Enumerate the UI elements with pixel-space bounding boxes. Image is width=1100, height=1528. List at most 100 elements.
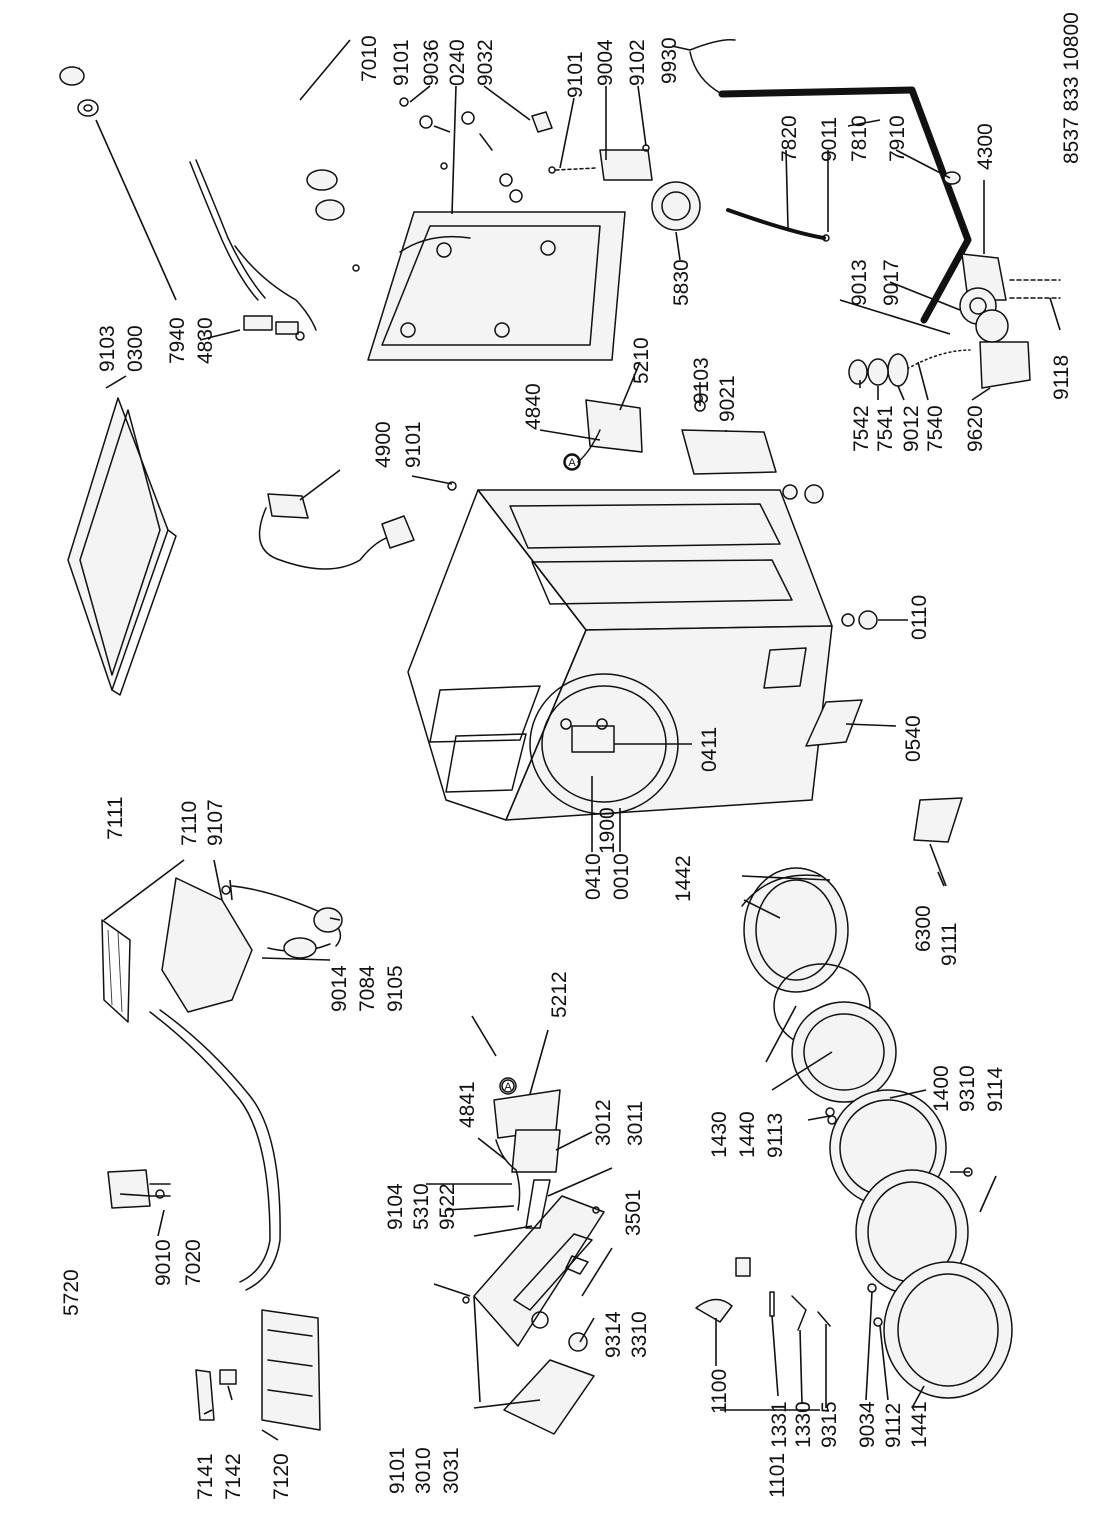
- label-9004: 9004: [594, 39, 617, 86]
- label-9104: 9104: [384, 1183, 407, 1230]
- label-1330: 1330: [792, 1401, 815, 1448]
- label-9012: 9012: [900, 405, 923, 452]
- label-1430: 1430: [708, 1111, 731, 1158]
- label-9620: 9620: [964, 405, 987, 452]
- label-9014: 9014: [328, 965, 351, 1012]
- label-9111: 9111: [938, 922, 961, 966]
- label-9101: 9101: [564, 51, 587, 98]
- pressure-switch-5830: [651, 181, 830, 242]
- label-9017: 9017: [880, 259, 903, 306]
- label-3310: 3310: [628, 1311, 651, 1358]
- label-0410: 0410: [582, 853, 605, 900]
- label-9013: 9013: [848, 259, 871, 306]
- label-7820: 7820: [778, 115, 801, 162]
- label-9011: 9011: [818, 117, 841, 162]
- label-7110: 7110: [178, 801, 201, 846]
- part-drawings: [59, 38, 1061, 1435]
- label-3501: 3501: [622, 1189, 645, 1236]
- label-7542: 7542: [850, 405, 873, 452]
- label-7142: 7142: [222, 1453, 245, 1500]
- label-1442: 1442: [672, 855, 695, 902]
- label-7120: 7120: [270, 1453, 293, 1500]
- label-7141: 7141: [194, 1453, 217, 1500]
- electronics-5210: [564, 399, 777, 475]
- label-1331: 1331: [768, 1401, 791, 1448]
- dispenser-7110: [101, 877, 343, 1291]
- label-9310: 9310: [956, 1065, 979, 1112]
- label-0010: 0010: [610, 853, 633, 900]
- label-4840: 4840: [522, 383, 545, 430]
- label-4300: 4300: [974, 123, 997, 170]
- label-0411: 0411: [698, 727, 721, 772]
- label-9105: 9105: [384, 965, 407, 1012]
- wiring-harness-4830: [189, 159, 317, 341]
- label-0110: 0110: [908, 595, 931, 640]
- label-9101: 9101: [386, 1447, 409, 1494]
- label-3011: 3011: [624, 1101, 647, 1146]
- door-1400: [825, 1089, 1013, 1399]
- label-4830: 4830: [194, 317, 217, 364]
- inlet-hose-7010: [59, 63, 345, 221]
- part-number-labels: 7010 9101 9036 0240 9032 9101 9004 9102 …: [60, 12, 1083, 1500]
- label-7540: 7540: [924, 405, 947, 452]
- cover-0540: [805, 699, 863, 747]
- top-panel-0300: [67, 397, 177, 696]
- label-9036: 9036: [420, 39, 443, 86]
- label-9315: 9315: [818, 1401, 841, 1448]
- label-9114: 9114: [984, 1067, 1007, 1112]
- control-panel-3010: [462, 1195, 605, 1347]
- label-1100: 1100: [708, 1369, 731, 1414]
- label-9101: 9101: [402, 421, 425, 468]
- label-7910: 7910: [886, 115, 909, 162]
- label-0240: 0240: [446, 39, 469, 86]
- label-9118: 9118: [1050, 355, 1073, 400]
- pcb-5212: [493, 1079, 561, 1229]
- cabinet-0010: [407, 489, 833, 821]
- sump-hose-7540: [848, 345, 971, 387]
- label-5210: 5210: [630, 337, 653, 384]
- drain-pump-4300: [959, 253, 1061, 389]
- label-7084: 7084: [356, 965, 379, 1012]
- drawer-front-3031: [503, 1359, 595, 1435]
- door-seal-1900: [741, 867, 897, 1103]
- label-3012: 3012: [592, 1099, 615, 1146]
- label-1400: 1400: [930, 1065, 953, 1112]
- label-4900: 4900: [372, 421, 395, 468]
- inlet-valve-5720: [107, 1169, 171, 1209]
- label-7810: 7810: [848, 115, 871, 162]
- label-9112: 9112: [882, 1403, 905, 1448]
- label-9107: 9107: [204, 799, 227, 846]
- label-3031: 3031: [440, 1447, 463, 1494]
- label-1101: 1101: [766, 1453, 789, 1498]
- screws-top: [352, 97, 553, 272]
- label-4841: 4841: [456, 1081, 479, 1128]
- label-9032: 9032: [474, 39, 497, 86]
- hinge-6300: [913, 797, 963, 843]
- power-cord-4900: [258, 481, 457, 570]
- label-1441: 1441: [908, 1401, 931, 1448]
- label-5310: 5310: [410, 1183, 433, 1230]
- label-1900: 1900: [596, 807, 619, 854]
- label-7010: 7010: [358, 35, 381, 82]
- label-7541: 7541: [874, 405, 897, 452]
- drawer-7120: [195, 1309, 321, 1431]
- label-7020: 7020: [182, 1239, 205, 1286]
- label-9103: 9103: [96, 325, 119, 372]
- label-9021: 9021: [716, 375, 739, 422]
- label-9113: 9113: [764, 1113, 787, 1158]
- label-9034: 9034: [856, 1401, 879, 1448]
- screw-9112: [873, 1317, 883, 1327]
- label-9522: 9522: [436, 1183, 459, 1230]
- label-9102: 9102: [626, 39, 649, 86]
- callout-markers: A A: [499, 453, 581, 1095]
- label-5830: 5830: [670, 259, 693, 306]
- bracket-9004: [548, 144, 653, 181]
- label-0300: 0300: [124, 325, 147, 372]
- label-7111: 7111: [104, 796, 127, 840]
- label-7940: 7940: [166, 317, 189, 364]
- leader-lines: [95, 39, 1061, 1441]
- drain-hose-7810: [689, 38, 972, 324]
- callout-a-lower: A: [504, 1081, 512, 1093]
- label-1440: 1440: [736, 1111, 759, 1158]
